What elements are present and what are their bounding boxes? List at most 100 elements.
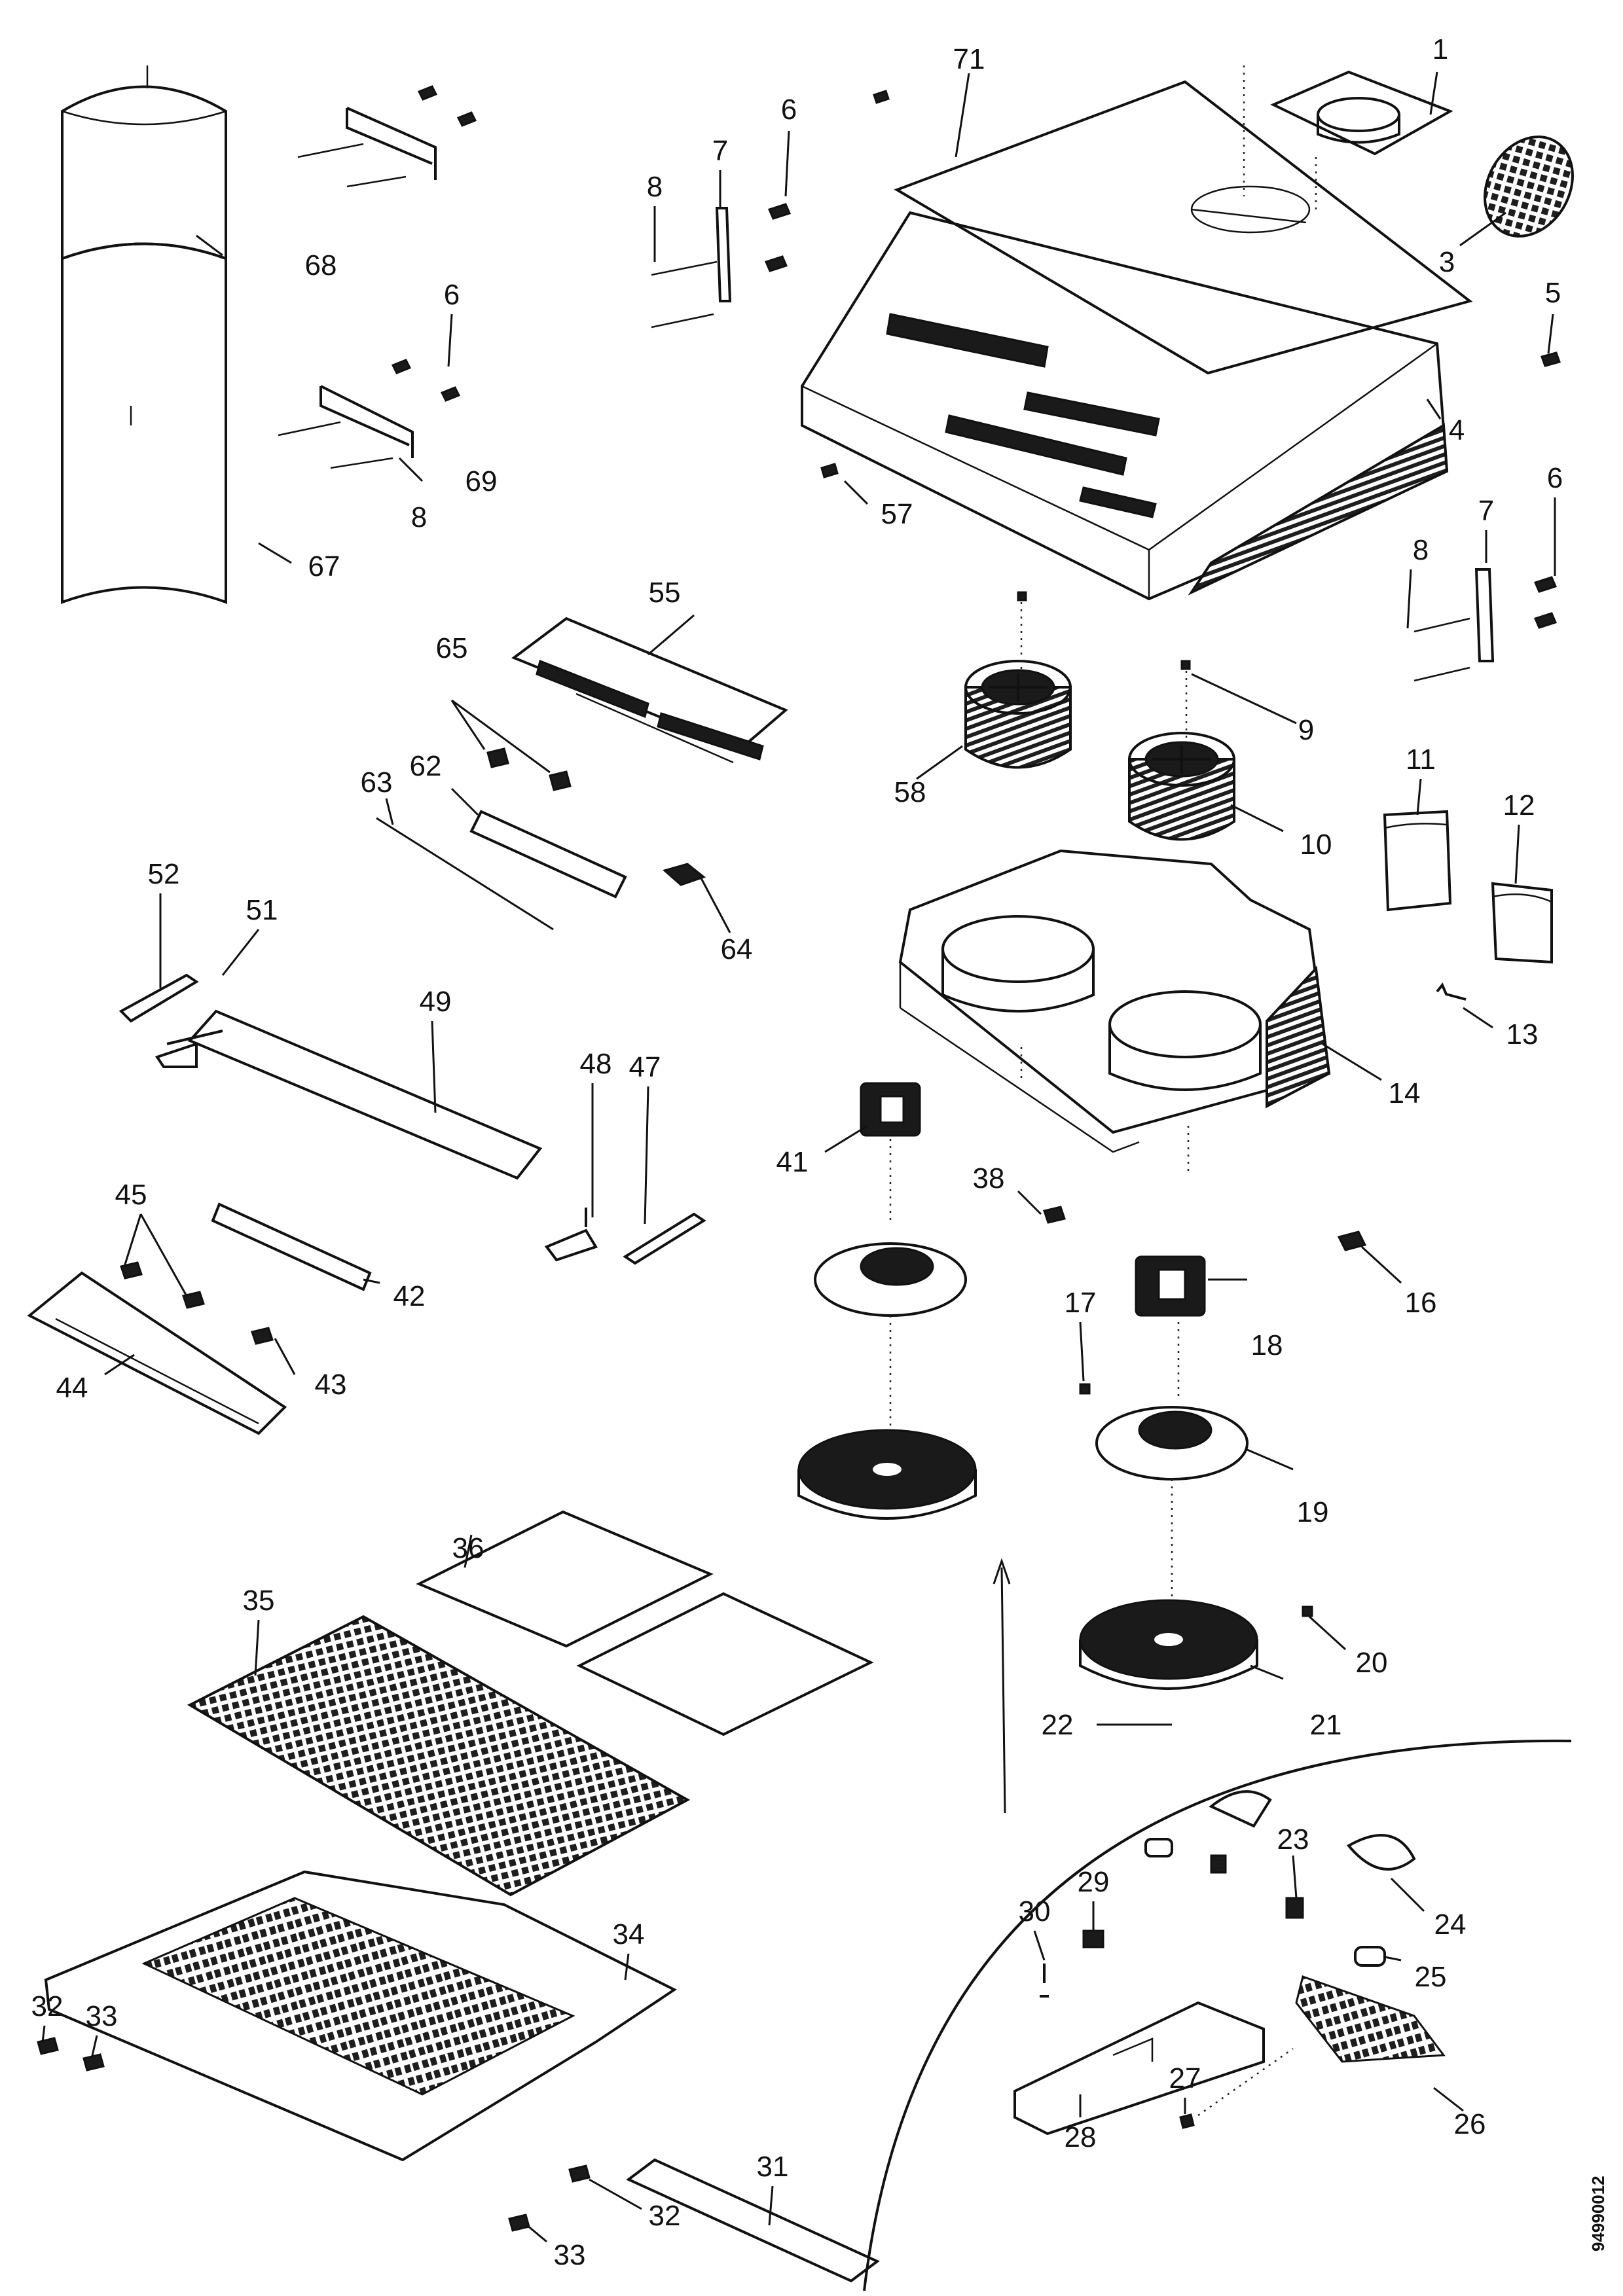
- callout-57: 57: [881, 498, 913, 530]
- screw-30: [1040, 1964, 1049, 1998]
- nut-top-blower: [1017, 591, 1027, 601]
- trim-strip-31: [626, 2158, 880, 2283]
- callout-16: 16: [1405, 1287, 1437, 1319]
- rod-63: [376, 817, 554, 931]
- reflector-top: [1209, 1790, 1272, 1828]
- switch-29: [1082, 1929, 1104, 1948]
- callout-18: 18: [1251, 1329, 1283, 1361]
- callout-33a: 33: [86, 2000, 118, 2032]
- callout-8a: 8: [647, 171, 663, 203]
- bottom-frame-34: [44, 1870, 677, 2162]
- callout-6c: 6: [1547, 462, 1563, 494]
- callout-5: 5: [1545, 277, 1561, 309]
- duct-bracket-upper: [297, 85, 477, 188]
- motor-plate-left: [814, 1242, 967, 1317]
- carbon-filter-right: [1079, 1599, 1258, 1690]
- callout-11: 11: [1406, 744, 1436, 776]
- callout-10: 10: [1300, 829, 1332, 861]
- end-clip-47: [623, 1212, 706, 1265]
- chimney-duct-upper: [61, 65, 227, 260]
- callout-49: 49: [420, 986, 452, 1018]
- damper-flap-12: [1491, 882, 1553, 964]
- top-plate: [894, 80, 1473, 375]
- control-panel-55: [511, 617, 788, 764]
- socket-45a: [120, 1261, 143, 1280]
- callout-1: 1: [1432, 33, 1448, 65]
- lamp-cover-44: [27, 1271, 287, 1435]
- callout-27: 27: [1169, 2062, 1201, 2094]
- callout-52: 52: [148, 858, 180, 890]
- callout-68: 68: [305, 249, 337, 281]
- callout-42: 42: [393, 1280, 426, 1312]
- hood-body: [801, 211, 1449, 601]
- callout-23: 23: [1277, 1823, 1309, 1856]
- callout-58: 58: [894, 776, 926, 808]
- callout-62: 62: [410, 750, 442, 782]
- callout-41: 41: [776, 1146, 809, 1178]
- duct-bracket-lower: [278, 359, 461, 469]
- callout-24: 24: [1434, 1909, 1467, 1941]
- button-65a: [486, 747, 509, 768]
- screw-27: [1179, 2113, 1195, 2129]
- callout-12: 12: [1503, 789, 1535, 821]
- callout-26: 26: [1454, 2108, 1486, 2140]
- front-rail-49: [187, 1009, 543, 1180]
- leader-lines: [41, 71, 1556, 2243]
- callout-48: 48: [580, 1048, 612, 1080]
- lamp-holder-28: [1013, 2001, 1265, 2136]
- callout-7a: 7: [712, 135, 728, 167]
- chimney-duct-lower: [61, 242, 227, 604]
- lamp-socket-23: [1285, 1897, 1304, 1919]
- callout-34: 34: [613, 1918, 645, 1950]
- hinge-bracket-left: [651, 203, 792, 329]
- socket-43: [251, 1327, 274, 1345]
- callout-3: 3: [1439, 246, 1455, 278]
- callout-55: 55: [649, 577, 681, 609]
- lamp-diffuser-26: [1295, 1975, 1446, 2063]
- callout-8b: 8: [411, 501, 427, 533]
- carbon-filter-left: [797, 1429, 977, 1520]
- button-65b: [549, 770, 572, 791]
- motor-plate-right: [1095, 1406, 1249, 1480]
- callout-28: 28: [1065, 2121, 1097, 2153]
- callout-25: 25: [1415, 1961, 1447, 1993]
- inset-outline: [863, 1739, 1572, 2291]
- bulb-small: [1144, 1838, 1173, 1857]
- motor-right: [1135, 1255, 1206, 1317]
- spring-13: [1436, 982, 1467, 1001]
- socket-45b: [182, 1291, 205, 1309]
- callout-7b: 7: [1478, 495, 1494, 527]
- pin-top: [873, 90, 890, 104]
- bulb-25: [1354, 1946, 1386, 1967]
- outlet-collar: [1270, 70, 1453, 156]
- callout-44: 44: [56, 1372, 88, 1404]
- callout-35: 35: [243, 1585, 275, 1617]
- callout-13: 13: [1506, 1018, 1539, 1050]
- damper-flap-11: [1383, 810, 1452, 912]
- callout-65: 65: [436, 632, 468, 664]
- callout-14: 14: [1389, 1077, 1421, 1109]
- switch-bar-62: [469, 810, 627, 899]
- lamp-rail-42: [211, 1202, 372, 1291]
- callout-30: 30: [1019, 1895, 1051, 1928]
- callout-33b: 33: [554, 2239, 586, 2271]
- callout-6a: 6: [781, 94, 797, 126]
- callout-20: 20: [1356, 1647, 1388, 1679]
- clip-38: [1043, 1206, 1066, 1224]
- clip-33b: [508, 2214, 530, 2232]
- callout-43: 43: [315, 1369, 347, 1401]
- callout-labels: 71 1 3 4 5 6 6 6 7 7 8 8 8 9 10 11 12 13…: [31, 33, 1563, 2271]
- motor-left: [860, 1082, 921, 1137]
- blower-wheel-right: [1128, 732, 1235, 841]
- clip-5: [1541, 351, 1561, 367]
- end-bracket-48: [544, 1208, 598, 1262]
- callout-22: 22: [1042, 1709, 1074, 1741]
- callout-29: 29: [1078, 1866, 1110, 1898]
- end-clip-52: [119, 973, 199, 1023]
- knob-64: [662, 863, 706, 886]
- clip-57: [820, 463, 839, 478]
- callout-67: 67: [308, 550, 340, 583]
- screw-20: [1302, 1605, 1313, 1617]
- filter-sheets-36: [416, 1510, 874, 1736]
- inset-arrow: [993, 1558, 1011, 1814]
